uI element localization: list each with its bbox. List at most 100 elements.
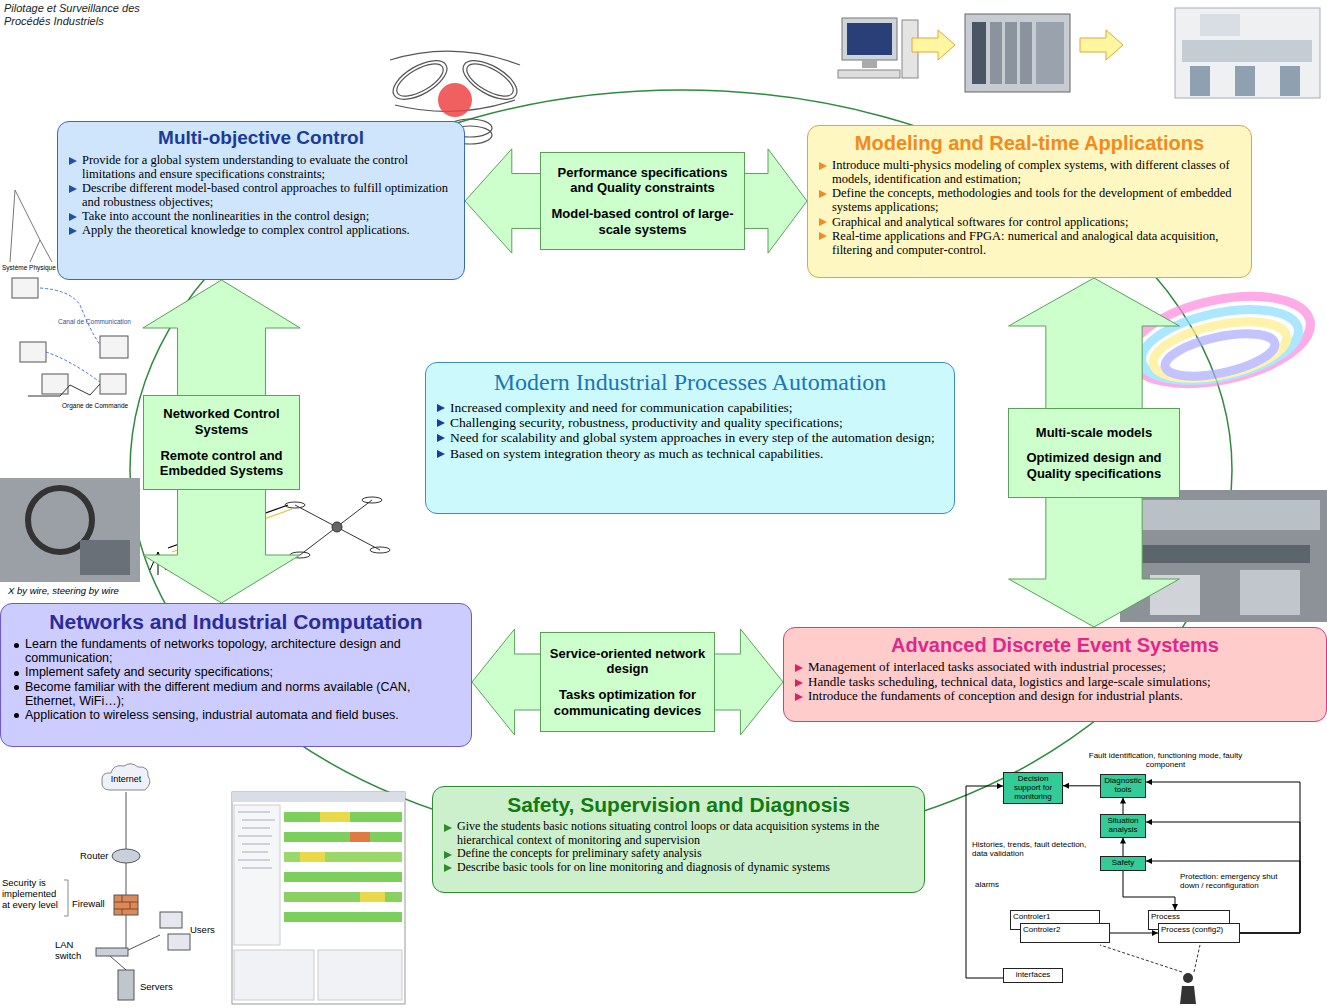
bullet-item: Increased complexity and need for commun… xyxy=(436,400,944,415)
operator-figure xyxy=(1100,945,1200,1004)
link-text: Performance specifications and Quality c… xyxy=(547,165,738,196)
connector-line xyxy=(1110,933,1158,934)
annotation-label: Security is implemented at every level xyxy=(2,878,64,911)
connector xyxy=(1120,798,1126,814)
bullet-text: Graphical and analytical softwares for c… xyxy=(832,215,1128,229)
bullet-arrow xyxy=(819,190,827,198)
link-text: Service-oriented network design xyxy=(547,646,708,677)
bullet-text: Define the concepts for preliminary safe… xyxy=(457,846,702,860)
bullet-item: Describe basic tools for on line monitor… xyxy=(443,861,914,875)
bullet-text: Need for scalability and global system a… xyxy=(450,430,935,445)
arrow-head xyxy=(1146,779,1152,785)
function-box: Safety xyxy=(1100,856,1146,871)
link-text: Remote control and Embedded Systems xyxy=(150,448,293,479)
box-heading: Modeling and Real-time Applications xyxy=(818,131,1241,155)
course-box: Advanced Discrete Event SystemsManagemen… xyxy=(783,627,1327,722)
bullet-item: Introduce multi-physics modeling of comp… xyxy=(818,158,1241,186)
box-heading: Networks and Industrial Computation xyxy=(11,609,461,634)
arrow-head xyxy=(1146,858,1152,864)
annotation-label: alarms xyxy=(975,880,1015,889)
bullet-dot xyxy=(14,671,19,676)
block-arrow xyxy=(465,149,543,253)
process-box: Process (config2) xyxy=(1158,923,1240,943)
link-text: Multi-scale models xyxy=(1036,425,1152,441)
annotation-label: Système Physique xyxy=(2,264,58,271)
bullet-item: Define the concepts, methodologies and t… xyxy=(818,186,1241,214)
block-arrow xyxy=(143,487,300,603)
bullet-item: Real-time applications and FPGA: numeric… xyxy=(818,229,1241,257)
annotation-label: Servers xyxy=(140,982,185,993)
supervision-screenshot xyxy=(232,792,405,1004)
box-heading: Multi-objective Control xyxy=(68,127,454,150)
arrow-head xyxy=(1120,838,1126,844)
connector xyxy=(1146,819,1300,933)
course-box: Multi-objective ControlProvide for a glo… xyxy=(57,121,465,280)
annotation-label: Canal de Communication xyxy=(58,318,138,325)
bullet-text: Management of interlaced tasks associate… xyxy=(808,659,1166,674)
bullet-text: Based on system integration theory as mu… xyxy=(450,446,823,461)
box-text: Process xyxy=(1151,913,1227,922)
arrow-head xyxy=(1146,819,1152,825)
connector xyxy=(1120,838,1126,856)
bullet-dot xyxy=(14,685,19,690)
connector xyxy=(1146,858,1300,933)
bullet-item: Graphical and analytical softwares for c… xyxy=(818,215,1241,229)
bullet-arrow xyxy=(795,664,803,672)
link-box: Performance specifications and Quality c… xyxy=(540,152,745,250)
bullet-text: Introduce the fundaments of conception a… xyxy=(808,688,1183,703)
block-arrow xyxy=(1009,278,1180,411)
factory-photo xyxy=(1120,490,1327,622)
bullet-text: Challenging security, robustness, produc… xyxy=(450,415,843,430)
bullet-text: Application to wireless sensing, industr… xyxy=(25,708,399,722)
bullet-dot xyxy=(14,713,19,718)
link-text: Optimized design and Quality specificati… xyxy=(1015,450,1173,481)
central-box: Modern Industrial Processes AutomationIn… xyxy=(425,362,955,514)
connector xyxy=(1146,779,1300,933)
box-text: Controler1 xyxy=(1013,913,1097,922)
box-text: Process (config2) xyxy=(1161,926,1237,935)
bullet-item: Give the students basic notions situatin… xyxy=(443,820,914,847)
box-heading: Modern Industrial Processes Automation xyxy=(436,368,944,397)
link-box: Networked Control SystemsRemote control … xyxy=(143,395,300,490)
cloud-outline xyxy=(102,764,150,790)
arrow-head xyxy=(1063,783,1069,789)
bullet-arrow xyxy=(795,679,803,687)
bullet-item: Challenging security, robustness, produc… xyxy=(436,415,944,430)
bullet-item: Application to wireless sensing, industr… xyxy=(11,708,461,722)
connector xyxy=(1123,871,1178,910)
block-arrow xyxy=(742,149,807,253)
bullet-arrow xyxy=(437,450,445,458)
link-text: Tasks optimization for communicating dev… xyxy=(547,687,708,718)
bullet-item: Based on system integration theory as mu… xyxy=(436,446,944,461)
cloud-text: Internet xyxy=(111,774,142,784)
annotation-label: Fault identification, functioning mode, … xyxy=(1078,751,1253,769)
bullet-text: Provide for a global system understandin… xyxy=(82,153,408,181)
box-text: Controler2 xyxy=(1023,926,1107,935)
connector xyxy=(1110,930,1158,936)
annotation-label: Organe de Commande xyxy=(62,402,142,409)
link-box: Service-oriented network designTasks opt… xyxy=(540,632,715,732)
box-text: Diagnostic tools xyxy=(1103,777,1143,795)
annotation-label: LAN switch xyxy=(55,940,95,962)
annotation-label: Users xyxy=(190,925,230,936)
bullet-text: Increased complexity and need for commun… xyxy=(450,400,793,415)
page-title: Pilotage et Surveillance des Procédés In… xyxy=(4,2,169,27)
bullet-text: Describe basic tools for on line monitor… xyxy=(457,860,830,874)
box-heading: Advanced Discrete Event Systems xyxy=(794,633,1316,657)
block-arrow xyxy=(472,629,543,735)
network-architecture xyxy=(64,792,190,1000)
function-box: Decision support for monitoring xyxy=(1003,772,1063,804)
bullet-arrow xyxy=(444,824,452,832)
box-heading: Safety, Supervision and Diagnosis xyxy=(443,792,914,817)
bullet-arrow xyxy=(819,232,827,240)
bullet-item: Need for scalability and global system a… xyxy=(436,430,944,445)
course-box: Networks and Industrial ComputationLearn… xyxy=(0,603,472,747)
function-box: Diagnostic tools xyxy=(1100,774,1146,798)
annotation-label: X by wire, steering by wire xyxy=(8,586,158,597)
bullet-text: Implement safety and security specificat… xyxy=(25,665,273,679)
link-box: Multi-scale modelsOptimized design and Q… xyxy=(1008,408,1180,498)
controller-box: Controler2 xyxy=(1020,923,1110,943)
arrow-head xyxy=(1120,798,1126,804)
bullet-text: Introduce multi-physics modeling of comp… xyxy=(832,158,1230,186)
bullet-arrow xyxy=(437,419,445,427)
